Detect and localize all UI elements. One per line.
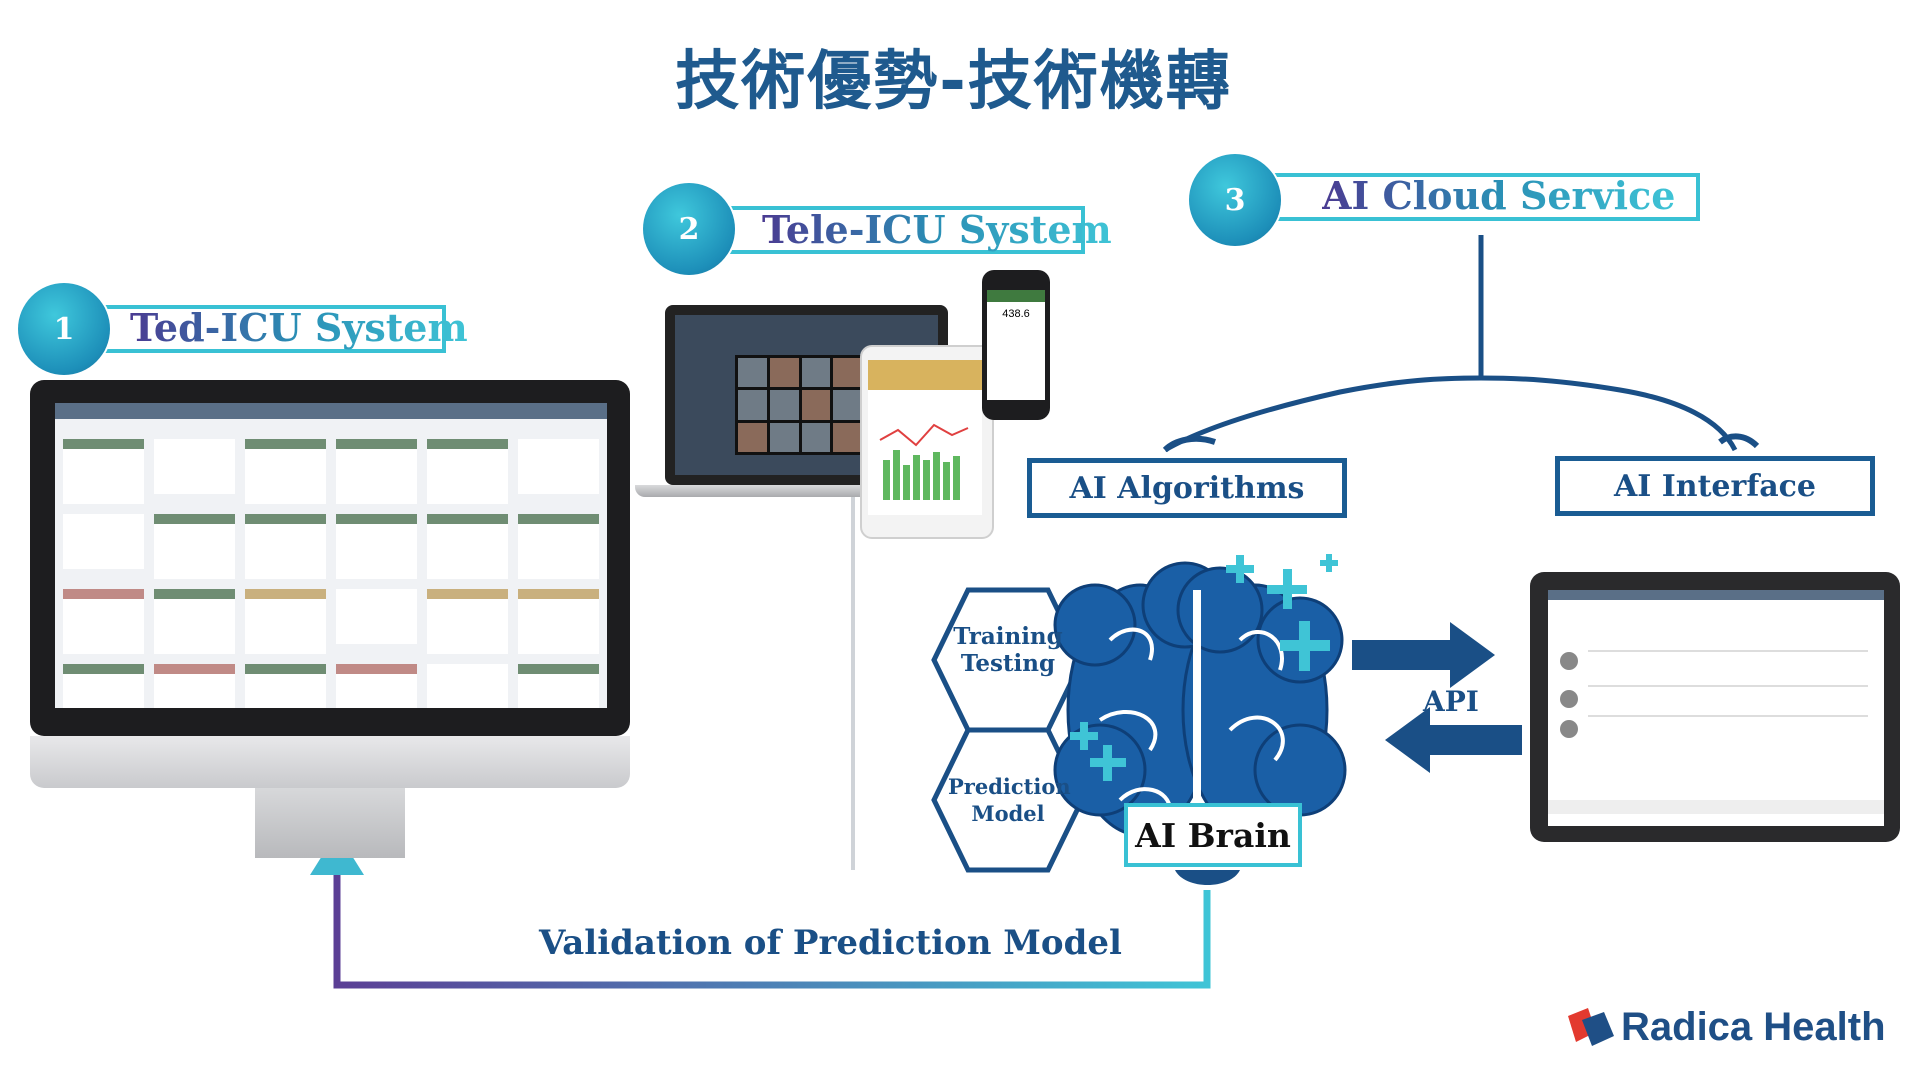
api-arrow-left	[1385, 707, 1522, 773]
ai-algorithms-box: AI Algorithms	[1027, 458, 1347, 518]
phone-reading: 438.6	[1002, 308, 1030, 320]
step3-label-box	[1270, 173, 1700, 221]
brand-name: Radica Health	[1621, 1005, 1886, 1049]
api-arrow-right	[1352, 622, 1495, 688]
hex-prediction-label: Prediction Model	[948, 773, 1071, 827]
hexagon-prediction	[931, 727, 1085, 873]
step1-label-box	[100, 305, 446, 353]
validation-path	[333, 870, 1211, 989]
ai-interface-box: AI Interface	[1555, 456, 1875, 516]
step3-label: AI Cloud Service	[1322, 173, 1676, 218]
hex-prediction-line2: Model	[971, 801, 1045, 826]
step2-label-box	[725, 206, 1085, 254]
hex-training-label: Training Testing	[948, 623, 1068, 677]
api-label: API	[1423, 685, 1479, 718]
cloud-branch-line	[1163, 375, 1738, 453]
imac-chin	[30, 736, 630, 788]
radica-logo-icon	[1568, 1008, 1614, 1046]
tablet-screen	[868, 360, 982, 515]
page-title: 技術優勢-技術機轉	[675, 45, 1232, 119]
validation-label: Validation of Prediction Model	[539, 923, 1122, 963]
step3-badge: 3	[1189, 154, 1281, 246]
step2-label: Tele-ICU System	[762, 207, 1112, 252]
hex-training-line2: Testing	[960, 650, 1056, 677]
phone-screen: 438.6	[987, 290, 1045, 400]
ted-icu-screen	[55, 403, 607, 708]
hex-prediction-line1: Prediction	[948, 774, 1071, 799]
sparkle-icons	[1070, 554, 1338, 781]
interface-tablet-screen	[1548, 590, 1884, 826]
step1-badge: 1	[18, 283, 110, 375]
step1-label: Ted-ICU System	[130, 305, 468, 350]
hex-training-line1: Training	[953, 623, 1063, 650]
imac-stand	[255, 788, 405, 858]
step2-badge: 2	[643, 183, 735, 275]
ai-brain-box: AI Brain	[1124, 803, 1302, 867]
